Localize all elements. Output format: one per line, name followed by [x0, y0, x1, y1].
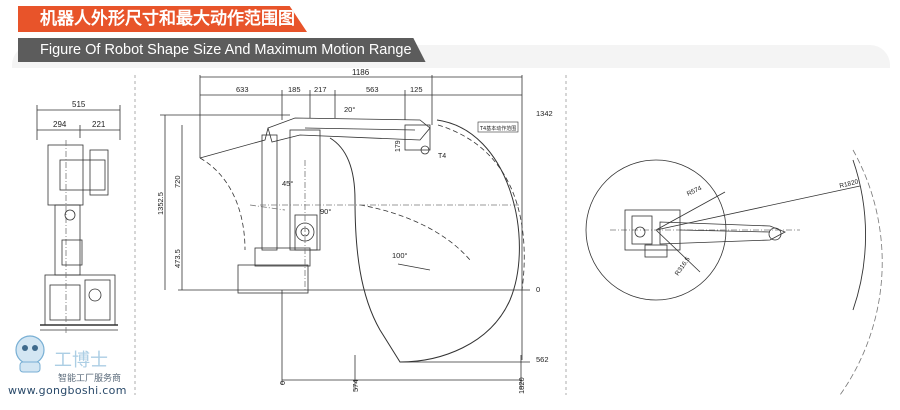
side-view: [36, 105, 121, 335]
top-dim-r1820: R1820: [839, 178, 860, 190]
top-view: [585, 149, 883, 396]
side-dim-left: 294: [53, 120, 67, 129]
front-angle-45: 45°: [282, 179, 293, 188]
watermark-tagline: 智能工厂服务商: [58, 374, 122, 384]
front-dim-473: 473.5: [173, 249, 182, 268]
front-dim-0-right: 0: [536, 285, 540, 294]
front-dim-217: 217: [314, 85, 327, 94]
page-title-cn: 机器人外形尺寸和最大动作范围图: [18, 6, 307, 32]
front-angle-20: 20°: [344, 105, 355, 114]
side-dim-total: 515: [72, 100, 86, 109]
top-dim-r574: R574: [686, 185, 703, 198]
front-dim-179: 179: [395, 140, 402, 152]
front-dim-1342: 1342: [536, 109, 553, 118]
front-dim-563: 563: [366, 85, 379, 94]
front-angle-90: 90°: [320, 207, 331, 216]
top-dim-r316: R316.5: [674, 256, 692, 277]
front-label-t4: T4: [438, 153, 446, 160]
front-dim-125: 125: [410, 85, 423, 94]
front-view: [160, 75, 530, 390]
front-dim-633: 633: [236, 85, 249, 94]
side-dim-right: 221: [92, 120, 106, 129]
front-dim-1820: 1820: [517, 377, 526, 394]
front-dim-overall: 1186: [352, 68, 370, 77]
front-dim-720: 720: [173, 175, 182, 188]
front-dim-185: 185: [288, 85, 301, 94]
front-label-t4-range: T4基本动作范围: [479, 125, 516, 132]
watermark-logo-text: 工博士: [54, 350, 108, 371]
front-angle-100: 100°: [392, 251, 408, 260]
front-dim-0-bottom: 0: [278, 381, 287, 385]
front-dim-1352: 1352.5: [156, 192, 165, 215]
page-title-en: Figure Of Robot Shape Size And Maximum M…: [18, 38, 426, 62]
watermark-url: www.gongboshi.com: [8, 384, 127, 397]
front-dim-574: 574: [351, 379, 360, 392]
front-dim-562: 562: [536, 355, 549, 364]
robot-mascot-icon: [15, 335, 45, 373]
